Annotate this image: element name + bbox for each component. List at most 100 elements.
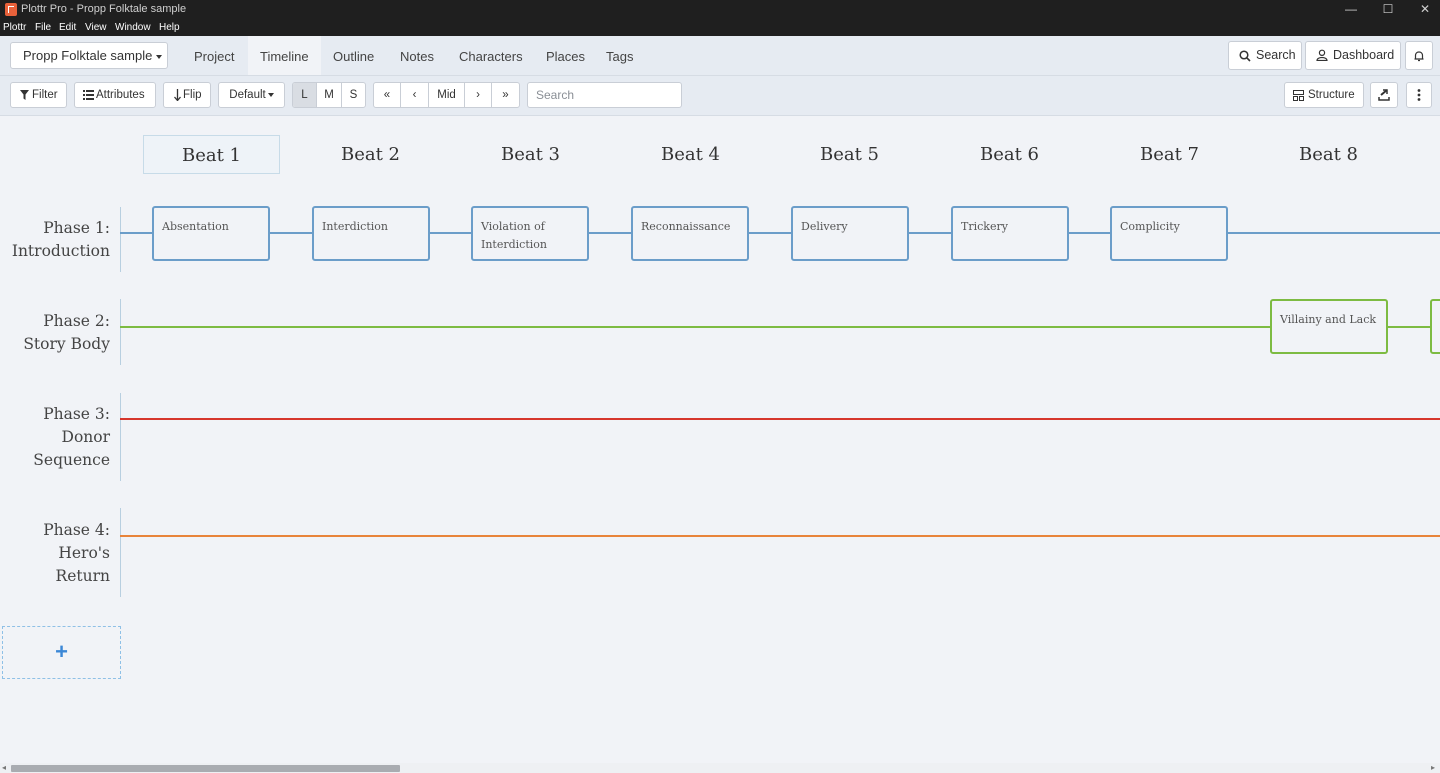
more-options-button[interactable] xyxy=(1406,82,1432,108)
scene-card[interactable]: Absentation xyxy=(152,206,270,261)
beat-header[interactable]: Beat 2 xyxy=(340,144,401,165)
project-select[interactable]: Propp Folktale sample xyxy=(10,42,168,69)
flip-label: Flip xyxy=(183,89,202,101)
scene-card[interactable]: Violation of Interdiction xyxy=(471,206,589,261)
scene-card-title: Delivery xyxy=(801,220,848,233)
filter-label: Filter xyxy=(32,89,58,101)
timeline-search-input[interactable] xyxy=(527,82,682,108)
scene-card[interactable]: Complicity xyxy=(1110,206,1228,261)
scroll-first-button[interactable]: « xyxy=(374,83,401,107)
scene-card[interactable] xyxy=(1430,299,1440,354)
menu-view[interactable]: View xyxy=(85,22,107,33)
beat-header[interactable]: Beat 7 xyxy=(1139,144,1200,165)
plotline-title-line: Phase 4: xyxy=(43,521,110,539)
window-title: Plottr Pro - Propp Folktale sample xyxy=(21,3,187,15)
arrow-down-icon xyxy=(174,89,181,101)
plotline-title[interactable]: Phase 4: Hero's Return xyxy=(0,519,110,588)
tab-places[interactable]: Places xyxy=(546,49,586,64)
plotline-title-line: Sequence xyxy=(33,451,110,469)
plotline-separator xyxy=(120,207,121,272)
project-select-label: Propp Folktale sample xyxy=(23,48,153,63)
scroll-left-icon[interactable]: ◂ xyxy=(2,763,7,772)
plotline-title-line: Introduction xyxy=(11,242,110,260)
attributes-button[interactable]: Attributes xyxy=(74,82,156,108)
plotline-track xyxy=(120,418,1440,420)
notifications-button[interactable] xyxy=(1405,41,1433,70)
menu-file[interactable]: File xyxy=(35,22,52,33)
scene-card[interactable]: Trickery xyxy=(951,206,1069,261)
scroll-right-icon[interactable]: ▸ xyxy=(1431,763,1436,772)
export-button[interactable] xyxy=(1370,82,1398,108)
scene-card-title: Interdiction xyxy=(481,238,547,251)
menu-edit[interactable]: Edit xyxy=(59,22,77,33)
scene-card-title: Absentation xyxy=(162,220,229,233)
filter-button[interactable]: Filter xyxy=(10,82,67,108)
scene-card-title: Interdiction xyxy=(322,220,388,233)
plotline-title[interactable]: Phase 3: Donor Sequence xyxy=(0,403,110,472)
beat-header[interactable]: Beat 3 xyxy=(500,144,561,165)
beat-header[interactable]: Beat 5 xyxy=(819,144,880,165)
search-button-label: Search xyxy=(1256,48,1296,62)
structure-icon xyxy=(1293,90,1304,101)
size-medium-button[interactable]: M xyxy=(317,83,342,107)
tab-project[interactable]: Project xyxy=(194,49,235,64)
scroll-prev-button[interactable]: ‹ xyxy=(401,83,429,107)
scene-card-title: Violation of xyxy=(481,220,545,233)
scroll-controls: « ‹ Mid › » xyxy=(373,82,520,108)
default-template-label: Default xyxy=(229,89,266,101)
scene-card-title: Complicity xyxy=(1120,220,1180,233)
plottr-app-icon xyxy=(5,3,17,16)
more-vertical-icon xyxy=(1417,89,1421,101)
scene-card-title: Trickery xyxy=(961,220,1008,233)
tab-notes[interactable]: Notes xyxy=(400,49,434,64)
plotline-separator xyxy=(120,393,121,481)
dashboard-button[interactable]: Dashboard xyxy=(1305,41,1401,70)
scroll-mid-button[interactable]: Mid xyxy=(429,83,465,107)
tab-outline[interactable]: Outline xyxy=(333,49,375,64)
menu-window[interactable]: Window xyxy=(115,22,151,33)
tab-characters[interactable]: Characters xyxy=(459,49,523,64)
chevron-down-icon xyxy=(267,92,274,97)
plotline-title-line: Phase 1: xyxy=(43,219,110,237)
add-plotline-button[interactable]: + xyxy=(2,626,121,679)
main-navbar: Propp Folktale sample Project Timeline O… xyxy=(0,36,1440,76)
beat-header[interactable]: Beat 1 xyxy=(143,135,280,174)
scene-card[interactable]: Interdiction xyxy=(312,206,430,261)
chevron-down-icon xyxy=(156,54,163,59)
size-large-button[interactable]: L xyxy=(293,83,317,107)
horizontal-scrollbar[interactable]: ◂ ▸ xyxy=(0,763,1440,773)
scene-card[interactable]: Reconnaissance xyxy=(631,206,749,261)
plotline-title-line: Donor xyxy=(61,428,110,446)
beat-header[interactable]: Beat 6 xyxy=(979,144,1040,165)
scrollbar-thumb[interactable] xyxy=(11,765,400,772)
default-template-select[interactable]: Default xyxy=(218,82,285,108)
bell-icon xyxy=(1414,51,1424,62)
maximize-button[interactable]: ☐ xyxy=(1382,2,1394,16)
scene-card[interactable]: Delivery xyxy=(791,206,909,261)
tab-tags[interactable]: Tags xyxy=(606,49,634,64)
flip-button[interactable]: Flip xyxy=(163,82,211,108)
scroll-last-button[interactable]: » xyxy=(502,89,509,101)
size-small-button[interactable]: S xyxy=(349,89,358,101)
minimize-button[interactable]: — xyxy=(1345,2,1357,16)
beat-header[interactable]: Beat 4 xyxy=(660,144,721,165)
plotline-title-line: Phase 3: xyxy=(43,405,110,423)
menu-help[interactable]: Help xyxy=(159,22,180,33)
search-button[interactable]: Search xyxy=(1228,41,1302,70)
list-icon xyxy=(83,90,94,100)
plotline-track xyxy=(120,326,1440,328)
attributes-label: Attributes xyxy=(96,89,145,101)
user-icon xyxy=(1316,49,1328,61)
close-button[interactable]: ✕ xyxy=(1419,2,1431,16)
filter-icon xyxy=(20,90,29,100)
menu-plottr[interactable]: Plottr xyxy=(3,22,27,33)
scene-card[interactable]: Villainy and Lack xyxy=(1270,299,1388,354)
tab-timeline[interactable]: Timeline xyxy=(248,36,321,75)
structure-button[interactable]: Structure xyxy=(1284,82,1364,108)
scroll-next-button[interactable]: › xyxy=(465,83,492,107)
plotline-title[interactable]: Phase 2: Story Body xyxy=(0,310,110,356)
plotline-title-line: Return xyxy=(55,567,110,585)
timeline-toolbar: Filter Attributes Flip Default L M S « ‹… xyxy=(0,76,1440,116)
beat-header[interactable]: Beat 8 xyxy=(1298,144,1359,165)
plotline-title[interactable]: Phase 1: Introduction xyxy=(0,217,110,263)
